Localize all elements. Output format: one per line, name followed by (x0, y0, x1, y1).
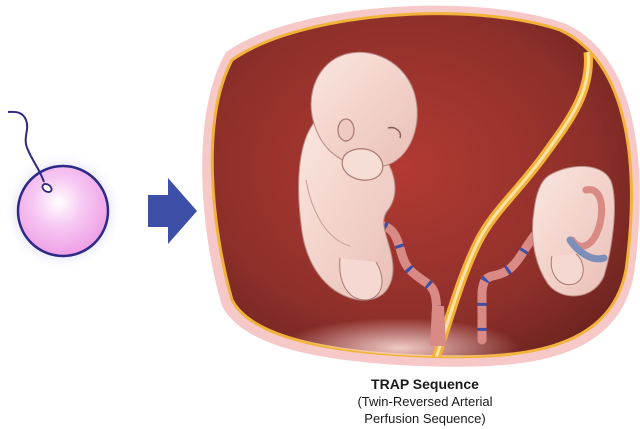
fetus-hand (341, 148, 384, 181)
sperm-cell (7, 110, 53, 193)
sperm-tail (7, 110, 45, 183)
egg-body (16, 164, 110, 258)
umbilical-cord-acardiac-twin (477, 225, 545, 345)
umbilical-cord-pump-twin (379, 221, 446, 346)
sperm-head (41, 183, 53, 193)
fetus-leg (339, 257, 383, 301)
caption-title: TRAP Sequence (371, 376, 479, 392)
uterus (202, 5, 640, 367)
fetus-head (310, 51, 418, 168)
uterus-floor-glow (280, 318, 520, 357)
acardiac-twin (532, 165, 615, 297)
progression-arrow (148, 178, 197, 244)
egg-cell (3, 151, 123, 271)
caption-subtitle-line1: (Twin-Reversed Arterial (357, 394, 493, 409)
pump-twin-fetus (298, 51, 418, 301)
caption-subtitle-line2: Perfusion Sequence) (364, 411, 486, 426)
